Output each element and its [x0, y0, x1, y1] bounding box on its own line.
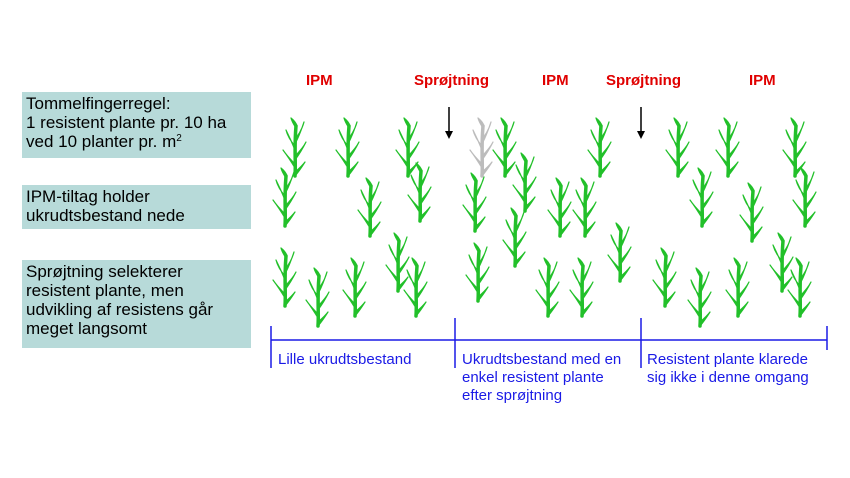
- weed-plant-icon: [272, 247, 297, 308]
- weed-plant-icon: [787, 257, 812, 318]
- weed-plant-icon: [652, 247, 677, 308]
- weed-plant-icon: [462, 172, 487, 233]
- weed-plant-icon: [535, 257, 560, 318]
- caption-section-3: Resistent plante klarede sig ikke i denn…: [647, 351, 809, 387]
- spray-line-2: resistent plante, men: [26, 281, 184, 300]
- weed-plant-icon: [335, 117, 360, 178]
- rule-line-3-wrap: ved 10 planter pr. m2: [26, 132, 247, 151]
- caption-3-line-2: sig ikke i denne omgang: [647, 369, 809, 386]
- weed-plant-icon: [715, 117, 740, 178]
- rule-line-1: Tommelfingerregel:: [26, 94, 171, 113]
- spray-line-4: meget langsomt: [26, 319, 147, 338]
- down-arrow-icon: [637, 107, 645, 139]
- caption-1-line-1: Lille ukrudtsbestand: [278, 351, 412, 368]
- caption-2-line-1: Ukrudtsbestand med en: [462, 351, 622, 368]
- weed-plant-icon: [492, 117, 517, 178]
- weed-plant-icon: [587, 117, 612, 178]
- ipm-line-1: IPM-tiltag holder: [26, 187, 150, 206]
- ipm-line-2: ukrudtsbestand nede: [26, 206, 185, 225]
- weed-plant-icon: [569, 257, 594, 318]
- weed-plant-icon: [357, 177, 382, 238]
- caption-section-2: Ukrudtsbestand med en enkel resistent pl…: [462, 351, 621, 405]
- spray-line-3: udvikling af resistens går: [26, 300, 214, 319]
- spraying-label-2: Sprøjtning: [606, 72, 681, 89]
- weed-plant-icon: [782, 117, 807, 178]
- weed-plant-icon: [272, 167, 297, 228]
- weed-plant-icon: [465, 242, 490, 303]
- spray-line-1: Sprøjtning selekterer: [26, 262, 183, 281]
- weed-plant-icon: [395, 117, 420, 178]
- rule-line-2: 1 resistent plante pr. 10 ha: [26, 113, 227, 132]
- caption-2-line-2: enkel resistent plante: [462, 369, 604, 386]
- weed-plant-icon: [725, 257, 750, 318]
- weed-plant-icon: [689, 167, 714, 228]
- weed-plant-icon: [739, 182, 764, 243]
- ipm-label-1: IPM: [306, 72, 333, 89]
- spraying-box: Sprøjtning selekterer resistent plante, …: [22, 260, 251, 348]
- caption-2-line-3: efter sprøjtning: [462, 387, 563, 404]
- weed-plant-icon: [572, 177, 597, 238]
- ipm-label-2: IPM: [542, 72, 569, 89]
- caption-section-1: Lille ukrudtsbestand: [278, 351, 411, 369]
- weed-plant-icon: [403, 257, 428, 318]
- dead-weed-plant-icon: [469, 117, 494, 178]
- weed-plant-icon: [502, 207, 527, 268]
- weed-plant-icon: [305, 267, 330, 328]
- down-arrow-icon: [445, 107, 453, 139]
- rule-line-3: ved 10 planter pr. m: [26, 132, 177, 151]
- rule-of-thumb-box: Tommelfingerregel: 1 resistent plante pr…: [22, 92, 251, 158]
- weed-plant-icon: [547, 177, 572, 238]
- weed-plant-icon: [665, 117, 690, 178]
- rule-superscript: 2: [176, 133, 182, 144]
- caption-3-line-1: Resistent plante klarede: [647, 351, 808, 368]
- weed-plant-icon: [512, 152, 537, 213]
- weed-plant-icon: [687, 267, 712, 328]
- weed-plant-icon: [282, 117, 307, 178]
- weed-plant-icon: [769, 232, 794, 293]
- spraying-label-1: Sprøjtning: [414, 72, 489, 89]
- weed-plant-icon: [407, 162, 432, 223]
- ipm-label-3: IPM: [749, 72, 776, 89]
- weed-plant-icon: [792, 167, 817, 228]
- weed-plant-icon: [607, 222, 632, 283]
- weed-plant-icon: [342, 257, 367, 318]
- weed-plant-icon: [385, 232, 410, 293]
- ipm-measure-box: IPM-tiltag holder ukrudtsbestand nede: [22, 185, 251, 229]
